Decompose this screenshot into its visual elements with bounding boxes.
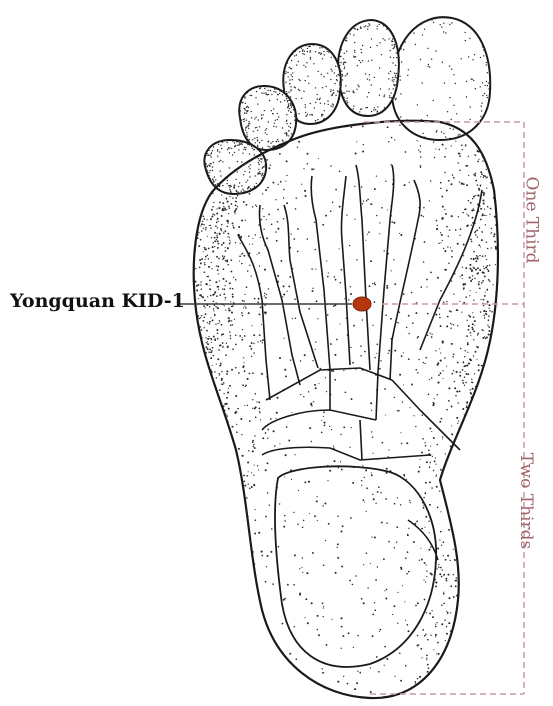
heel-pad xyxy=(275,466,436,667)
one-third-label: One Third xyxy=(522,176,542,263)
two-thirds-label: Two Thirds xyxy=(516,453,536,549)
fourth-toe xyxy=(239,86,296,150)
acupoint-marker xyxy=(353,297,371,311)
point-label: Yongquan KID-1 xyxy=(10,290,185,312)
